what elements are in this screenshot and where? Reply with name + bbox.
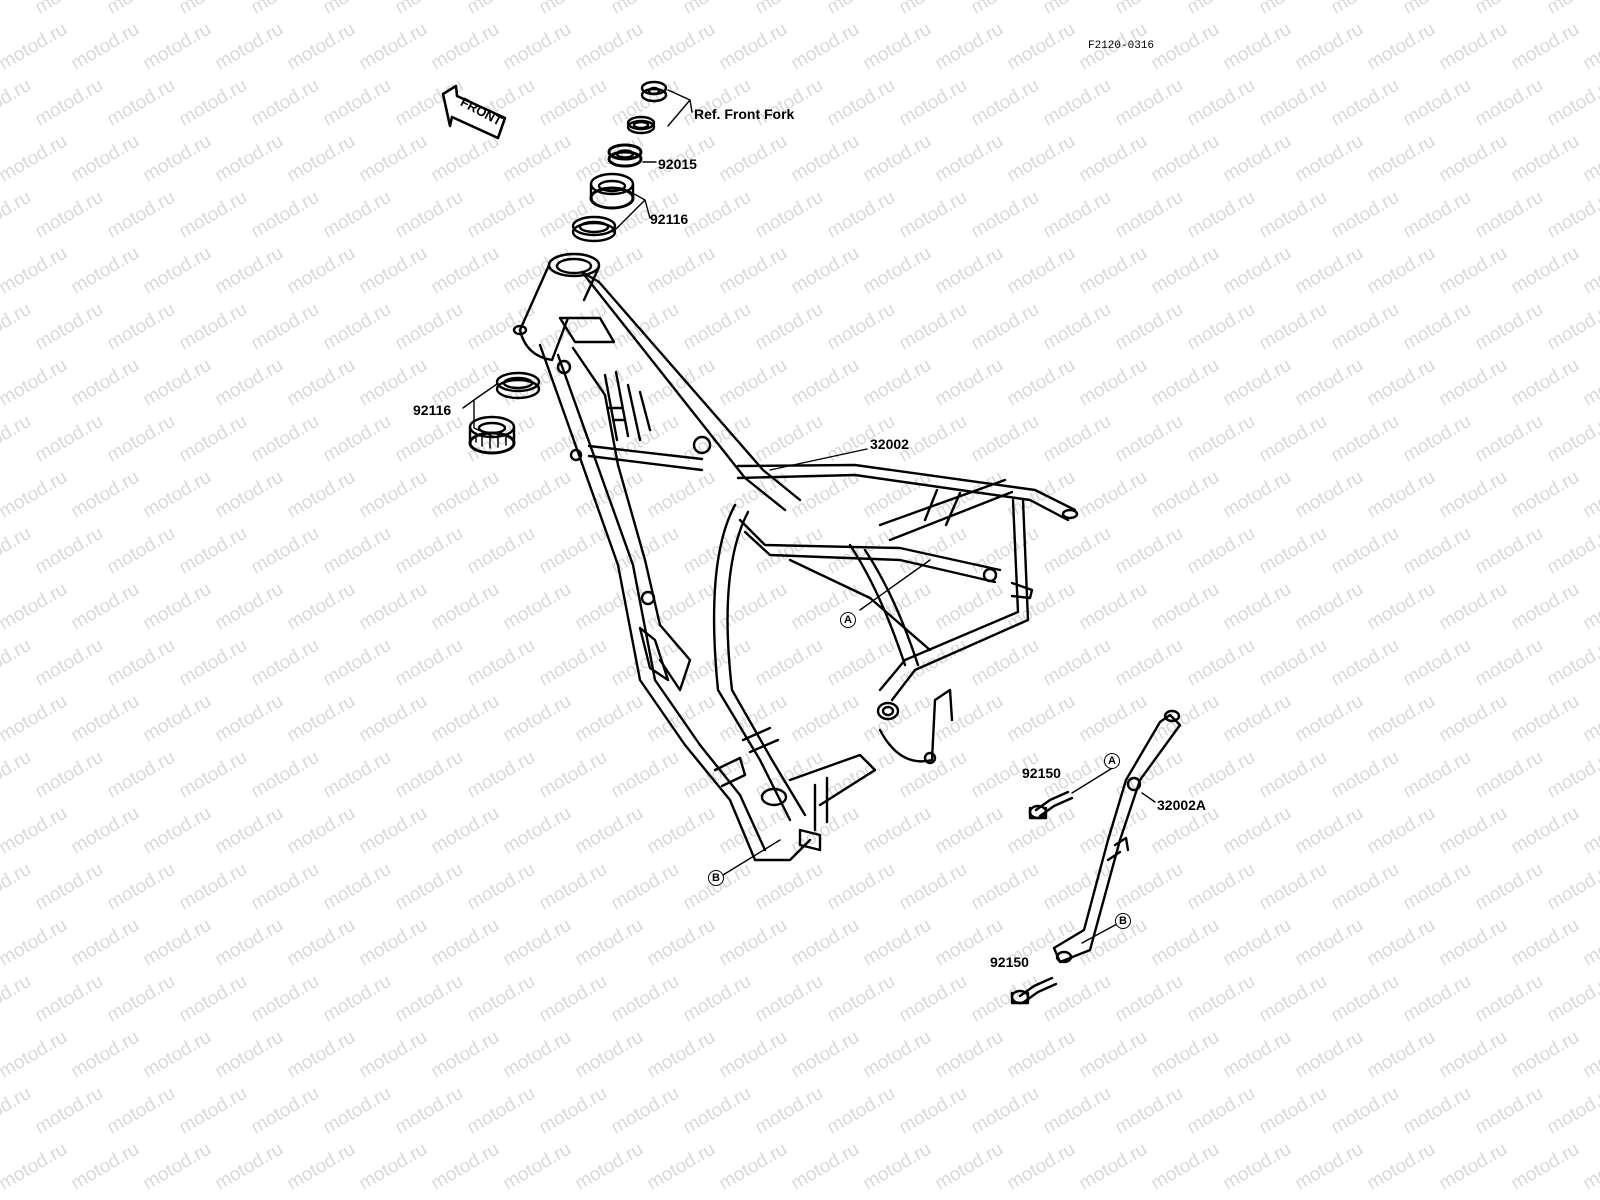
steering-stem-parts — [571, 80, 668, 243]
label-32002a: 32002A — [1157, 797, 1207, 813]
label-92116-left: 92116 — [413, 402, 452, 418]
bar-leader-lines — [1071, 766, 1156, 944]
lower-bearing-parts — [468, 371, 541, 455]
diagram-code: F2120-0316 — [1088, 40, 1155, 52]
label-92015: 92015 — [658, 156, 697, 172]
bracket-32002a — [1052, 709, 1182, 964]
front-arrow-icon: FRONT — [441, 84, 507, 140]
label-ref-front-fork: Ref. Front Fork — [694, 106, 795, 122]
leader-lines — [462, 89, 931, 876]
frame-main — [512, 252, 1079, 862]
label-92116-top: 92116 — [650, 211, 689, 227]
label-92150-bottom: 92150 — [990, 954, 1029, 970]
marker-b-bar: B — [1115, 913, 1131, 929]
marker-b-frame: B — [708, 870, 724, 886]
bolt-top — [1028, 790, 1074, 820]
label-32002: 32002 — [870, 436, 909, 452]
marker-a-bar: A — [1104, 753, 1120, 769]
bolt-bottom — [1010, 976, 1058, 1005]
label-92150-top: 92150 — [1022, 765, 1061, 781]
marker-a-frame: A — [840, 612, 856, 628]
